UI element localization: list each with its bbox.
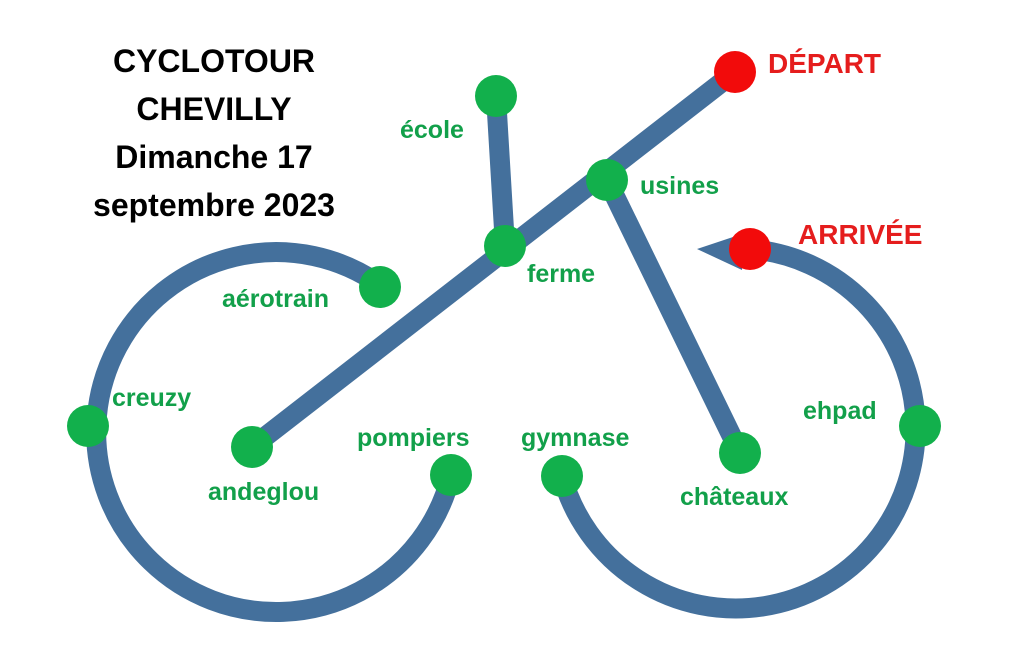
title-line-1: CYCLOTOUR <box>113 43 315 79</box>
stop-aerotrain-marker <box>359 266 401 308</box>
stop-ecole-marker <box>475 75 517 117</box>
stop-ecole-label: école <box>400 116 464 144</box>
stop-creuzy-label: creuzy <box>112 384 191 412</box>
route-left-wheel <box>86 242 461 622</box>
stop-ehpad-label: ehpad <box>803 397 877 425</box>
stop-depart-marker <box>714 51 756 93</box>
stop-chateaux-marker <box>719 432 761 474</box>
stop-pompiers-marker <box>430 454 472 496</box>
route-right-wheel <box>552 239 926 619</box>
stop-depart-label: DÉPART <box>768 48 881 79</box>
stop-andeglou-marker <box>231 426 273 468</box>
stop-usines-label: usines <box>640 172 719 200</box>
stop-ferme-marker <box>484 225 526 267</box>
route-seat-post <box>486 86 515 256</box>
title-line-2: CHEVILLY <box>136 91 291 127</box>
stop-ehpad-marker <box>899 405 941 447</box>
stop-creuzy-marker <box>67 405 109 447</box>
route-fork <box>597 170 750 463</box>
stop-labels: DÉPART usines école ferme aérotrain creu… <box>112 48 922 511</box>
stop-arrivee-label: ARRIVÉE <box>798 219 922 250</box>
title-line-4: septembre 2023 <box>93 187 335 223</box>
stop-aerotrain-label: aérotrain <box>222 285 329 313</box>
stop-markers <box>67 51 941 497</box>
title-line-3: Dimanche 17 <box>115 139 312 175</box>
stop-chateaux-label: châteaux <box>680 483 788 511</box>
stop-arrivee-marker <box>729 228 771 270</box>
stop-gymnase-marker <box>541 455 583 497</box>
stop-gymnase-label: gymnase <box>521 424 629 452</box>
stop-usines-marker <box>586 159 628 201</box>
stop-andeglou-label: andeglou <box>208 478 319 506</box>
stop-pompiers-label: pompiers <box>357 424 470 452</box>
stop-ferme-label: ferme <box>527 260 595 288</box>
event-title: CYCLOTOUR CHEVILLY Dimanche 17 septembre… <box>93 43 335 223</box>
